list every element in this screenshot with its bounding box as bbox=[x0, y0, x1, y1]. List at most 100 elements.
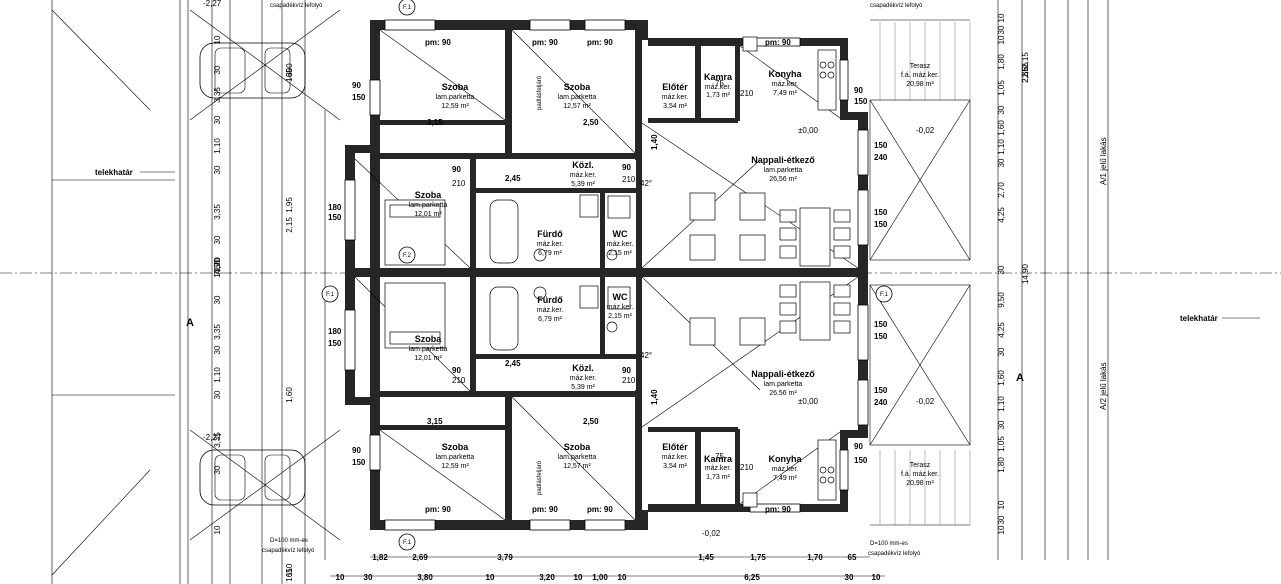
dimension-label: 2,65 bbox=[1021, 62, 1030, 78]
room-area: 26,56 m² bbox=[769, 390, 797, 397]
dim-label: 3,15 bbox=[427, 118, 443, 127]
room-area: 1,73 m² bbox=[706, 92, 730, 99]
room-area: 5,39 m² bbox=[571, 384, 595, 391]
dimension-label: 1,75 bbox=[750, 553, 766, 562]
dimension-label: 300 bbox=[285, 63, 294, 77]
dim-label: 90 bbox=[352, 446, 361, 455]
room-floor: máz.ker. bbox=[607, 304, 634, 311]
padlas-label-bottom: padlásfeljáró bbox=[537, 460, 543, 495]
csapadek-label-top-right: csapadékvíz lefolyó bbox=[870, 3, 923, 9]
room-floor: lam.parketta bbox=[558, 94, 597, 101]
dim-label: 210 bbox=[740, 463, 754, 472]
dimension-label: 30 bbox=[364, 573, 373, 582]
room-furdo-t: Fürdő máz.ker. 6,79 m² bbox=[537, 229, 564, 257]
dimension-label: 2,15 bbox=[285, 217, 294, 233]
dimension-label: 3,80 bbox=[417, 573, 433, 582]
room-wc-t: WC máz.ker. 2,15 m² bbox=[607, 229, 634, 257]
dimension-label: 165 bbox=[285, 68, 294, 82]
dim-label: 210 bbox=[452, 179, 466, 188]
dimension-label: 1,10 bbox=[213, 138, 222, 154]
dim-label: 180 bbox=[328, 203, 342, 212]
room-floor: máz.ker. bbox=[537, 241, 564, 248]
room-floor: lam.parketta bbox=[558, 454, 597, 461]
csapadek-label-bottom-right: csapadékvíz lefolyó bbox=[868, 551, 921, 557]
dimension-label: 165 bbox=[285, 568, 294, 582]
dimension-label: 7,50 bbox=[213, 260, 222, 276]
dimension-label: 30 bbox=[997, 158, 1006, 167]
dimension-label: 2,69 bbox=[412, 553, 428, 562]
room-name: WC bbox=[613, 229, 628, 239]
room-name: Előtér bbox=[662, 442, 688, 452]
d100-label: D=100 mm-es bbox=[270, 538, 308, 544]
dimension-label: 10 bbox=[486, 573, 495, 582]
room-wc-b: WC máz.ker. 2,15 m² bbox=[607, 292, 634, 320]
dimension-label: 30 bbox=[997, 347, 1006, 356]
room-name: Fürdő bbox=[537, 229, 563, 239]
dimension-label: 10 bbox=[872, 573, 881, 582]
room-name: Szoba bbox=[415, 190, 442, 200]
room-name: Fürdő bbox=[537, 295, 563, 305]
dims-right: 1030101,801,05301,601,10302,704,25309,50… bbox=[997, 13, 1006, 534]
room-name: Terasz bbox=[910, 63, 931, 70]
pm-label: pm: 90 bbox=[425, 505, 451, 514]
room-kozl-t: Közl. máz.ker. 5,39 m² bbox=[570, 160, 597, 188]
room-terasz-t: Terasz f.á. máz.ker. 20,98 m² bbox=[901, 63, 939, 88]
dimension-label: 3,20 bbox=[539, 573, 555, 582]
dimension-label: 1,10 bbox=[997, 396, 1006, 412]
dimension-label: 30 bbox=[213, 390, 222, 399]
room-floor: lam.parketta bbox=[436, 94, 475, 101]
level-parking-top: -2,27 bbox=[203, 0, 222, 8]
room-szoba-tm: Szoba lam.parketta 12,57 m² bbox=[558, 82, 597, 110]
dimension-label: 10 bbox=[997, 35, 1006, 44]
dimension-label: 110 bbox=[285, 563, 294, 576]
room-floor: lam.parketta bbox=[436, 454, 475, 461]
f1-tag-left: F.1 bbox=[326, 292, 335, 298]
room-floor: máz.ker. bbox=[705, 465, 732, 472]
dimension-label: 1,60 bbox=[997, 120, 1006, 136]
dimension-label: 30 bbox=[213, 295, 222, 304]
dimension-label: 30 bbox=[213, 165, 222, 174]
room-name: Szoba bbox=[442, 82, 469, 92]
dimension-label: 1,60 bbox=[285, 387, 294, 403]
dimension-label: 6,25 bbox=[744, 573, 760, 582]
annotations: telekhatár telekhatár csapadékvíz lefoly… bbox=[95, 0, 1260, 557]
dimension-label: 1,00 bbox=[592, 573, 608, 582]
room-area: 2,15 m² bbox=[608, 250, 632, 257]
dimension-label: 10 bbox=[213, 525, 222, 534]
pm-label: pm: 90 bbox=[587, 38, 613, 47]
room-name: Közl. bbox=[572, 363, 594, 373]
dimension-label: 30 bbox=[997, 515, 1006, 524]
dim-label: 150 bbox=[874, 386, 888, 395]
f1-tag-bottom: F.1 bbox=[403, 540, 412, 546]
dimension-label: 65 bbox=[848, 553, 857, 562]
dim-label: 90 bbox=[452, 366, 461, 375]
dimension-label: 2,15 bbox=[1021, 52, 1030, 68]
room-name: Közl. bbox=[572, 160, 594, 170]
section-mark-right: A bbox=[1016, 372, 1024, 384]
dimension-label: 30 bbox=[213, 465, 222, 474]
room-name: Kamra bbox=[704, 454, 733, 464]
dimension-label: 4,25 bbox=[997, 322, 1006, 338]
dimension-label: 1,82 bbox=[372, 553, 388, 562]
dim-label: 150 bbox=[352, 458, 366, 467]
room-floor: máz.ker. bbox=[607, 241, 634, 248]
room-szoba-bm: Szoba lam.parketta 12,57 m² bbox=[558, 442, 597, 470]
telekhatar-label-right: telekhatár bbox=[1180, 314, 1218, 323]
dim-label: 240 bbox=[874, 398, 888, 407]
dimension-label: 30 bbox=[997, 25, 1006, 34]
dim-label: 150 bbox=[874, 208, 888, 217]
room-floor: máz.ker. bbox=[537, 307, 564, 314]
dim-label: 2,50 bbox=[583, 417, 599, 426]
dim-label: 90 bbox=[352, 81, 361, 90]
room-konyha-b: Konyha máz.ker. 7,49 m² bbox=[768, 454, 802, 482]
level-top: ±0,00 bbox=[798, 126, 819, 135]
building-walls bbox=[345, 20, 868, 530]
dim-label: 210 bbox=[622, 175, 636, 184]
level-parking-bottom: -2,27 bbox=[203, 433, 222, 442]
room-szoba-tl: Szoba lam.parketta 12,59 m² bbox=[436, 82, 475, 110]
room-eloter-b: Előtér máz.ker. 3,54 m² bbox=[662, 442, 689, 470]
room-floor: máz.ker. bbox=[570, 375, 597, 382]
room-floor: lam.parketta bbox=[764, 167, 803, 174]
dimension-label: 10 bbox=[574, 573, 583, 582]
